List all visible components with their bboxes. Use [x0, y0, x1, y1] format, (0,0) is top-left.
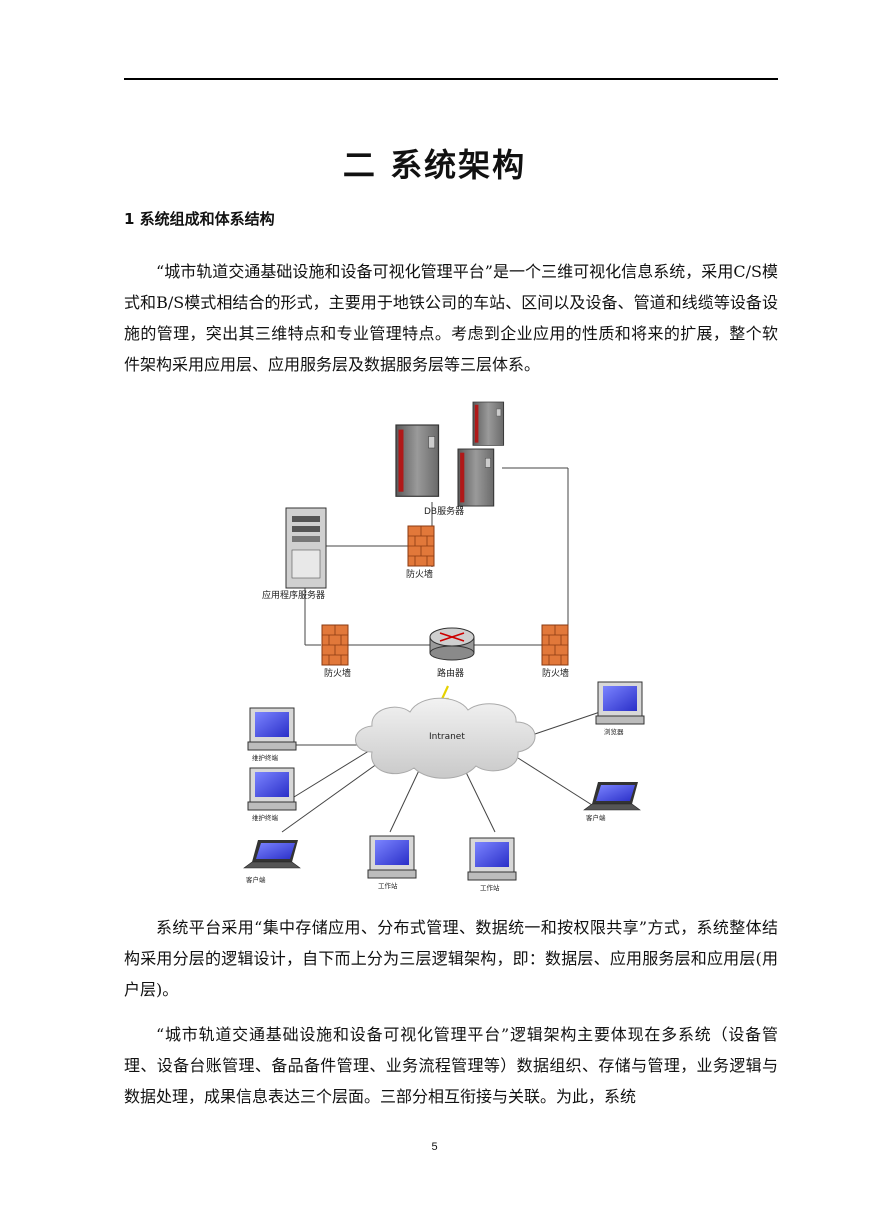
workstation-icon	[367, 835, 417, 879]
client-laptop-icon	[583, 781, 641, 811]
paragraph-intro: “城市轨道交通基础设施和设备可视化管理平台”是一个三维可视化信息系统，采用C/S…	[124, 262, 778, 374]
firewall-label-right: 防火墙	[542, 667, 569, 679]
client-label: 客户端	[246, 875, 266, 884]
firewall-icon	[321, 624, 349, 666]
firewall-label-top: 防火墙	[406, 568, 433, 580]
router-label: 路由器	[437, 667, 464, 679]
db-server-label: DB服务器	[424, 505, 464, 517]
db-server-icon	[395, 401, 505, 507]
app-server-icon	[285, 507, 327, 589]
section-title: 1 系统组成和体系结构	[124, 210, 275, 228]
intranet-cloud-icon	[355, 697, 536, 779]
client-laptop-icon	[243, 839, 301, 869]
maintenance-terminal-icon	[247, 707, 297, 751]
client-label: 客户端	[586, 813, 606, 822]
paragraph-platform: 系统平台采用“集中存储应用、分布式管理、数据统一和按权限共享”方式，系统整体结构…	[124, 918, 778, 999]
maintenance-terminal-icon	[247, 767, 297, 811]
firewall-label-left: 防火墙	[324, 667, 351, 679]
page-number: 5	[431, 1141, 438, 1153]
paragraph-logic: “城市轨道交通基础设施和设备可视化管理平台”逻辑架构主要体现在多系统（设备管理、…	[124, 1025, 778, 1106]
maintenance-terminal-label: 维护终端	[252, 813, 279, 822]
workstation-icon	[467, 837, 517, 881]
header-rule	[124, 78, 778, 80]
workstation-label: 工作站	[378, 881, 398, 890]
chapter-title: 二 系统架构	[342, 146, 527, 184]
network-architecture-diagram: DB服务器 应用程序服务器 防火墙 防火墙 防火墙 路由器 Intranet 维…	[243, 401, 645, 892]
browser-label: 浏览器	[604, 727, 624, 736]
router-icon	[429, 627, 475, 661]
firewall-icon	[541, 624, 569, 666]
maintenance-terminal-label: 维护终端	[252, 753, 279, 762]
browser-terminal-icon	[595, 681, 645, 725]
cloud-label: Intranet	[429, 732, 465, 742]
app-server-label: 应用程序服务器	[262, 589, 325, 601]
firewall-icon	[407, 525, 435, 567]
workstation-label: 工作站	[480, 883, 500, 892]
